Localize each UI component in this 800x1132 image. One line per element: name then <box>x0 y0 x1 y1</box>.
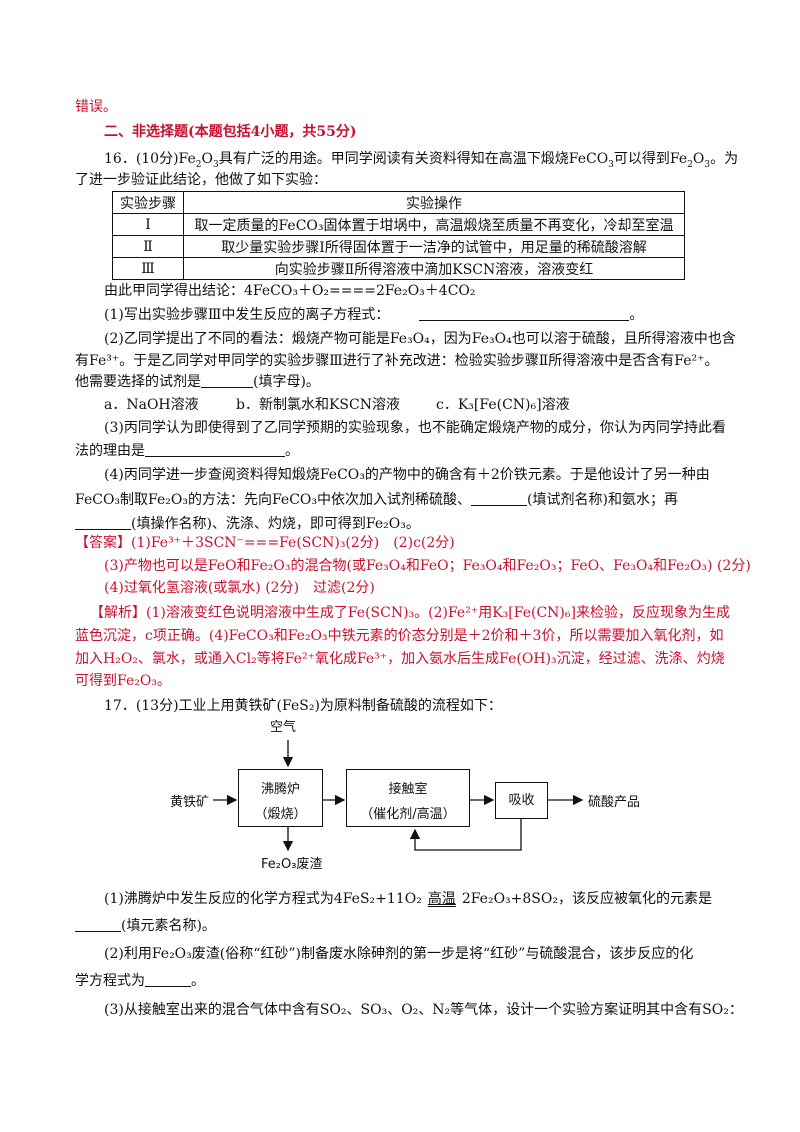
q16-part2-line3: 他需要选择的试剂是(填字母)。 <box>75 373 320 390</box>
table-header-row: 实验步骤 实验操作 <box>112 191 685 214</box>
answer-line1: 【答案】(1)Fe³⁺＋3SCN⁻===Fe(SCN)₃(2分) (2)c(2分… <box>75 535 455 551</box>
absorb-box: 吸收 <box>495 782 548 819</box>
experiment-table: 实验步骤 实验操作 Ⅰ 取一定质量的FeCO₃固体置于坩埚中，高温煅烧至质量不再… <box>112 191 685 280</box>
furnace-label: 沸腾炉 <box>260 782 300 797</box>
absorb-label: 吸收 <box>508 793 535 808</box>
option-b: b．新制氯水和KSCN溶液 <box>236 397 400 413</box>
q16-part3-line2: 法的理由是。 <box>75 442 299 459</box>
air-label: 空气 <box>270 720 297 735</box>
q17-intro: 17．(13分)工业上用黄铁矿(FeS₂)为原料制备硫酸的流程如下： <box>104 698 502 714</box>
q16-intro-line2: 了进一步验证此结论，他做了如下实验： <box>75 172 327 188</box>
q16-part1: (1)写出实验步骤Ⅲ中发生反应的离子方程式：。 <box>104 306 644 323</box>
option-a: a．NaOH溶液 <box>104 397 199 413</box>
answer-blank <box>75 515 131 530</box>
option-c: c．K₃[Fe(CN)₆]溶液 <box>436 397 570 413</box>
q16-part2-line2: 有Fe³⁺。于是乙同学对甲同学的实验步骤Ⅲ进行了补充改进：检验实验步骤Ⅱ所得溶液… <box>75 353 719 369</box>
table-cell: Ⅲ <box>112 257 184 280</box>
table-cell: 向实验步骤Ⅱ所得溶液中滴加KSCN溶液，溶液变红 <box>183 257 685 280</box>
analysis-line1: 【解析】(1)溶液变红色说明溶液中生成了Fe(SCN)₃。(2)Fe²⁺用K₃[… <box>90 605 730 621</box>
table-row: Ⅲ 向实验步骤Ⅱ所得溶液中滴加KSCN溶液，溶液变红 <box>112 257 685 280</box>
q17-part1-line2: (填元素名称)。 <box>75 916 216 936</box>
residue-label: Fe₂O₃废渣 <box>261 857 323 872</box>
conclusion: 由此甲同学得出结论：4FeCO₃＋O₂====2Fe₂O₃＋4CO₂ <box>104 283 476 299</box>
answer-blank <box>419 306 630 321</box>
q16-part4-line1: (4)丙同学进一步查阅资料得知煅烧FeCO₃的产物中的确含有＋2价铁元素。于是他… <box>104 467 710 483</box>
answer-blank <box>471 491 528 506</box>
ore-label: 黄铁矿 <box>170 795 210 810</box>
furnace-box: 沸腾炉 （煅烧） <box>238 769 323 827</box>
q16-part2-line1: (2)乙同学提出了不同的看法：煅烧产物可能是Fe₃O₄，因为Fe₃O₄也可以溶于… <box>104 331 736 347</box>
table-cell: 取少量实验步骤Ⅰ所得固体置于一洁净的试管中，用足量的稀硫酸溶解 <box>183 235 685 258</box>
q16-part4-line2: FeCO₃制取Fe₂O₃的方法：先向FeCO₃中依次加入试剂稀硫酸、(填试剂名称… <box>75 491 678 508</box>
contact-chamber-sublabel: （催化剂/高温） <box>360 807 456 822</box>
reaction-condition: 高温 <box>427 891 456 907</box>
table-row: Ⅰ 取一定质量的FeCO₃固体置于坩埚中，高温煅烧至质量不再变化，冷却至室温 <box>112 213 685 236</box>
analysis-line3: 加入H₂O₂、氯水，或通入Cl₂等将Fe²⁺氧化成Fe³⁺，加入氨水后生成Fe(… <box>75 651 725 667</box>
answer-line3: (4)过氧化氢溶液(或氯水) (2分) 过滤(2分) <box>104 580 375 596</box>
q16-intro: 16．(10分)Fe2O3具有广泛的用途。甲同学阅读有关资料得知在高温下煅烧Fe… <box>104 151 739 170</box>
analysis-line4: 可得到Fe₂O₃。 <box>75 673 171 689</box>
product-label: 硫酸产品 <box>588 795 641 810</box>
analysis-line2: 蓝色沉淀，c项正确。(4)FeCO₃和Fe₂O₃中铁元素的价态分别是＋2价和＋3… <box>75 628 724 644</box>
q17-part3: (3)从接触室出来的混合气体中含有SO₂、SO₃、O₂、N₂等气体，设计一个实验… <box>104 1002 743 1018</box>
table-row: Ⅱ 取少量实验步骤Ⅰ所得固体置于一洁净的试管中，用足量的稀硫酸溶解 <box>112 235 685 258</box>
q17-part2-line1: (2)利用Fe₂O₃废渣(俗称“红砂”)制备废水除砷剂的第一步是将“红砂”与硫酸… <box>104 946 694 962</box>
answer-blank <box>75 917 121 932</box>
table-cell: 取一定质量的FeCO₃固体置于坩埚中，高温煅烧至质量不再变化，冷却至室温 <box>183 213 685 236</box>
answer-blank <box>145 442 285 457</box>
answer-line2: (3)产物也可以是FeO和Fe₂O₃的混合物(或Fe₃O₄和FeO；Fe₃O₄和… <box>104 558 751 574</box>
table-header-cell: 实验操作 <box>183 191 685 214</box>
answer-blank <box>145 972 191 987</box>
q16-part4-line3: (填操作名称)、洗涤、灼烧，即可得到Fe₂O₃。 <box>75 514 420 534</box>
answer-blank <box>201 373 253 388</box>
continued-text: 错误。 <box>75 99 117 115</box>
contact-chamber-label: 接触室 <box>388 782 428 797</box>
q17-part2-line2: 学方程式为。 <box>75 972 205 989</box>
q16-part3-line1: (3)丙同学认为即使得到了乙同学预期的实验现象，也不能确定煅烧产物的成分，你认为… <box>104 420 726 436</box>
furnace-sublabel: （煅烧） <box>254 807 307 822</box>
section-title: 二、非选择题(本题包括4小题，共55分) <box>104 124 357 140</box>
contact-chamber-box: 接触室 （催化剂/高温） <box>346 769 470 827</box>
